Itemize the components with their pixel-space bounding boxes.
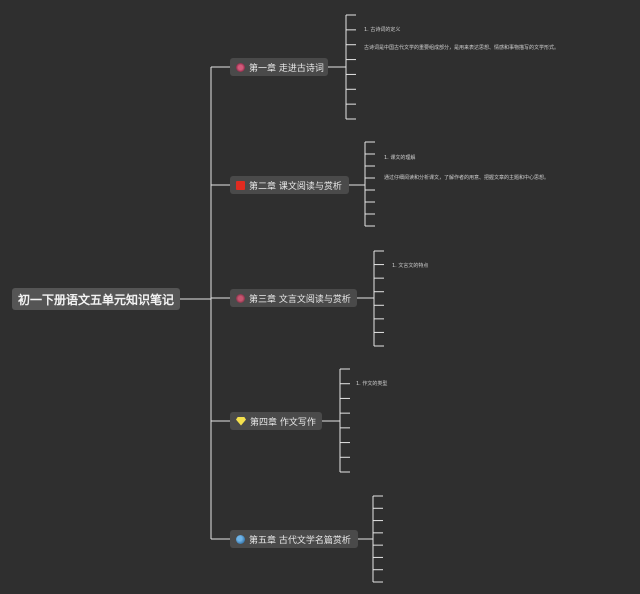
red-square-icon [236, 180, 245, 190]
leaf-text[interactable]: 1. 古诗词的定义 [364, 27, 401, 33]
root-label: 初一下册语文五单元知识笔记 [17, 292, 174, 307]
leaf-text[interactable]: 1. 课文的理解 [384, 155, 416, 161]
chapter-label: 第二章 课文阅读与赏析 [249, 181, 342, 192]
pink-flower-icon [236, 293, 245, 303]
chapter-label: 第三章 文言文阅读与赏析 [249, 294, 351, 305]
chapter-label: 第四章 作文写作 [250, 417, 316, 428]
gem-icon [236, 416, 246, 426]
chapter-node-5[interactable]: 第五章 古代文学名篇赏析 [230, 530, 358, 548]
leaf-text[interactable]: 1. 文言文的特点 [392, 263, 429, 269]
chapter-node-2[interactable]: 第二章 课文阅读与赏析 [230, 176, 349, 194]
chapter-label: 第一章 走进古诗词 [249, 63, 324, 74]
globe-icon [236, 534, 245, 544]
flower-icon [236, 62, 245, 72]
leaf-text[interactable]: 1. 作文的类型 [356, 381, 388, 387]
leaf-text[interactable]: 通过仔细阅读和分析课文，了解作者的用意、把握文章的主题和中心思想。 [384, 175, 550, 181]
chapter-label: 第五章 古代文学名篇赏析 [249, 535, 351, 546]
root-node[interactable]: 初一下册语文五单元知识笔记 [12, 288, 180, 310]
chapter-node-1[interactable]: 第一章 走进古诗词 [230, 58, 328, 76]
leaf-text[interactable]: 古诗词是中国古代文学的重要组成部分，是用来表达思想、情感和事物描写的文学形式。 [364, 45, 560, 51]
chapter-node-3[interactable]: 第三章 文言文阅读与赏析 [230, 289, 357, 307]
chapter-node-4[interactable]: 第四章 作文写作 [230, 412, 322, 430]
